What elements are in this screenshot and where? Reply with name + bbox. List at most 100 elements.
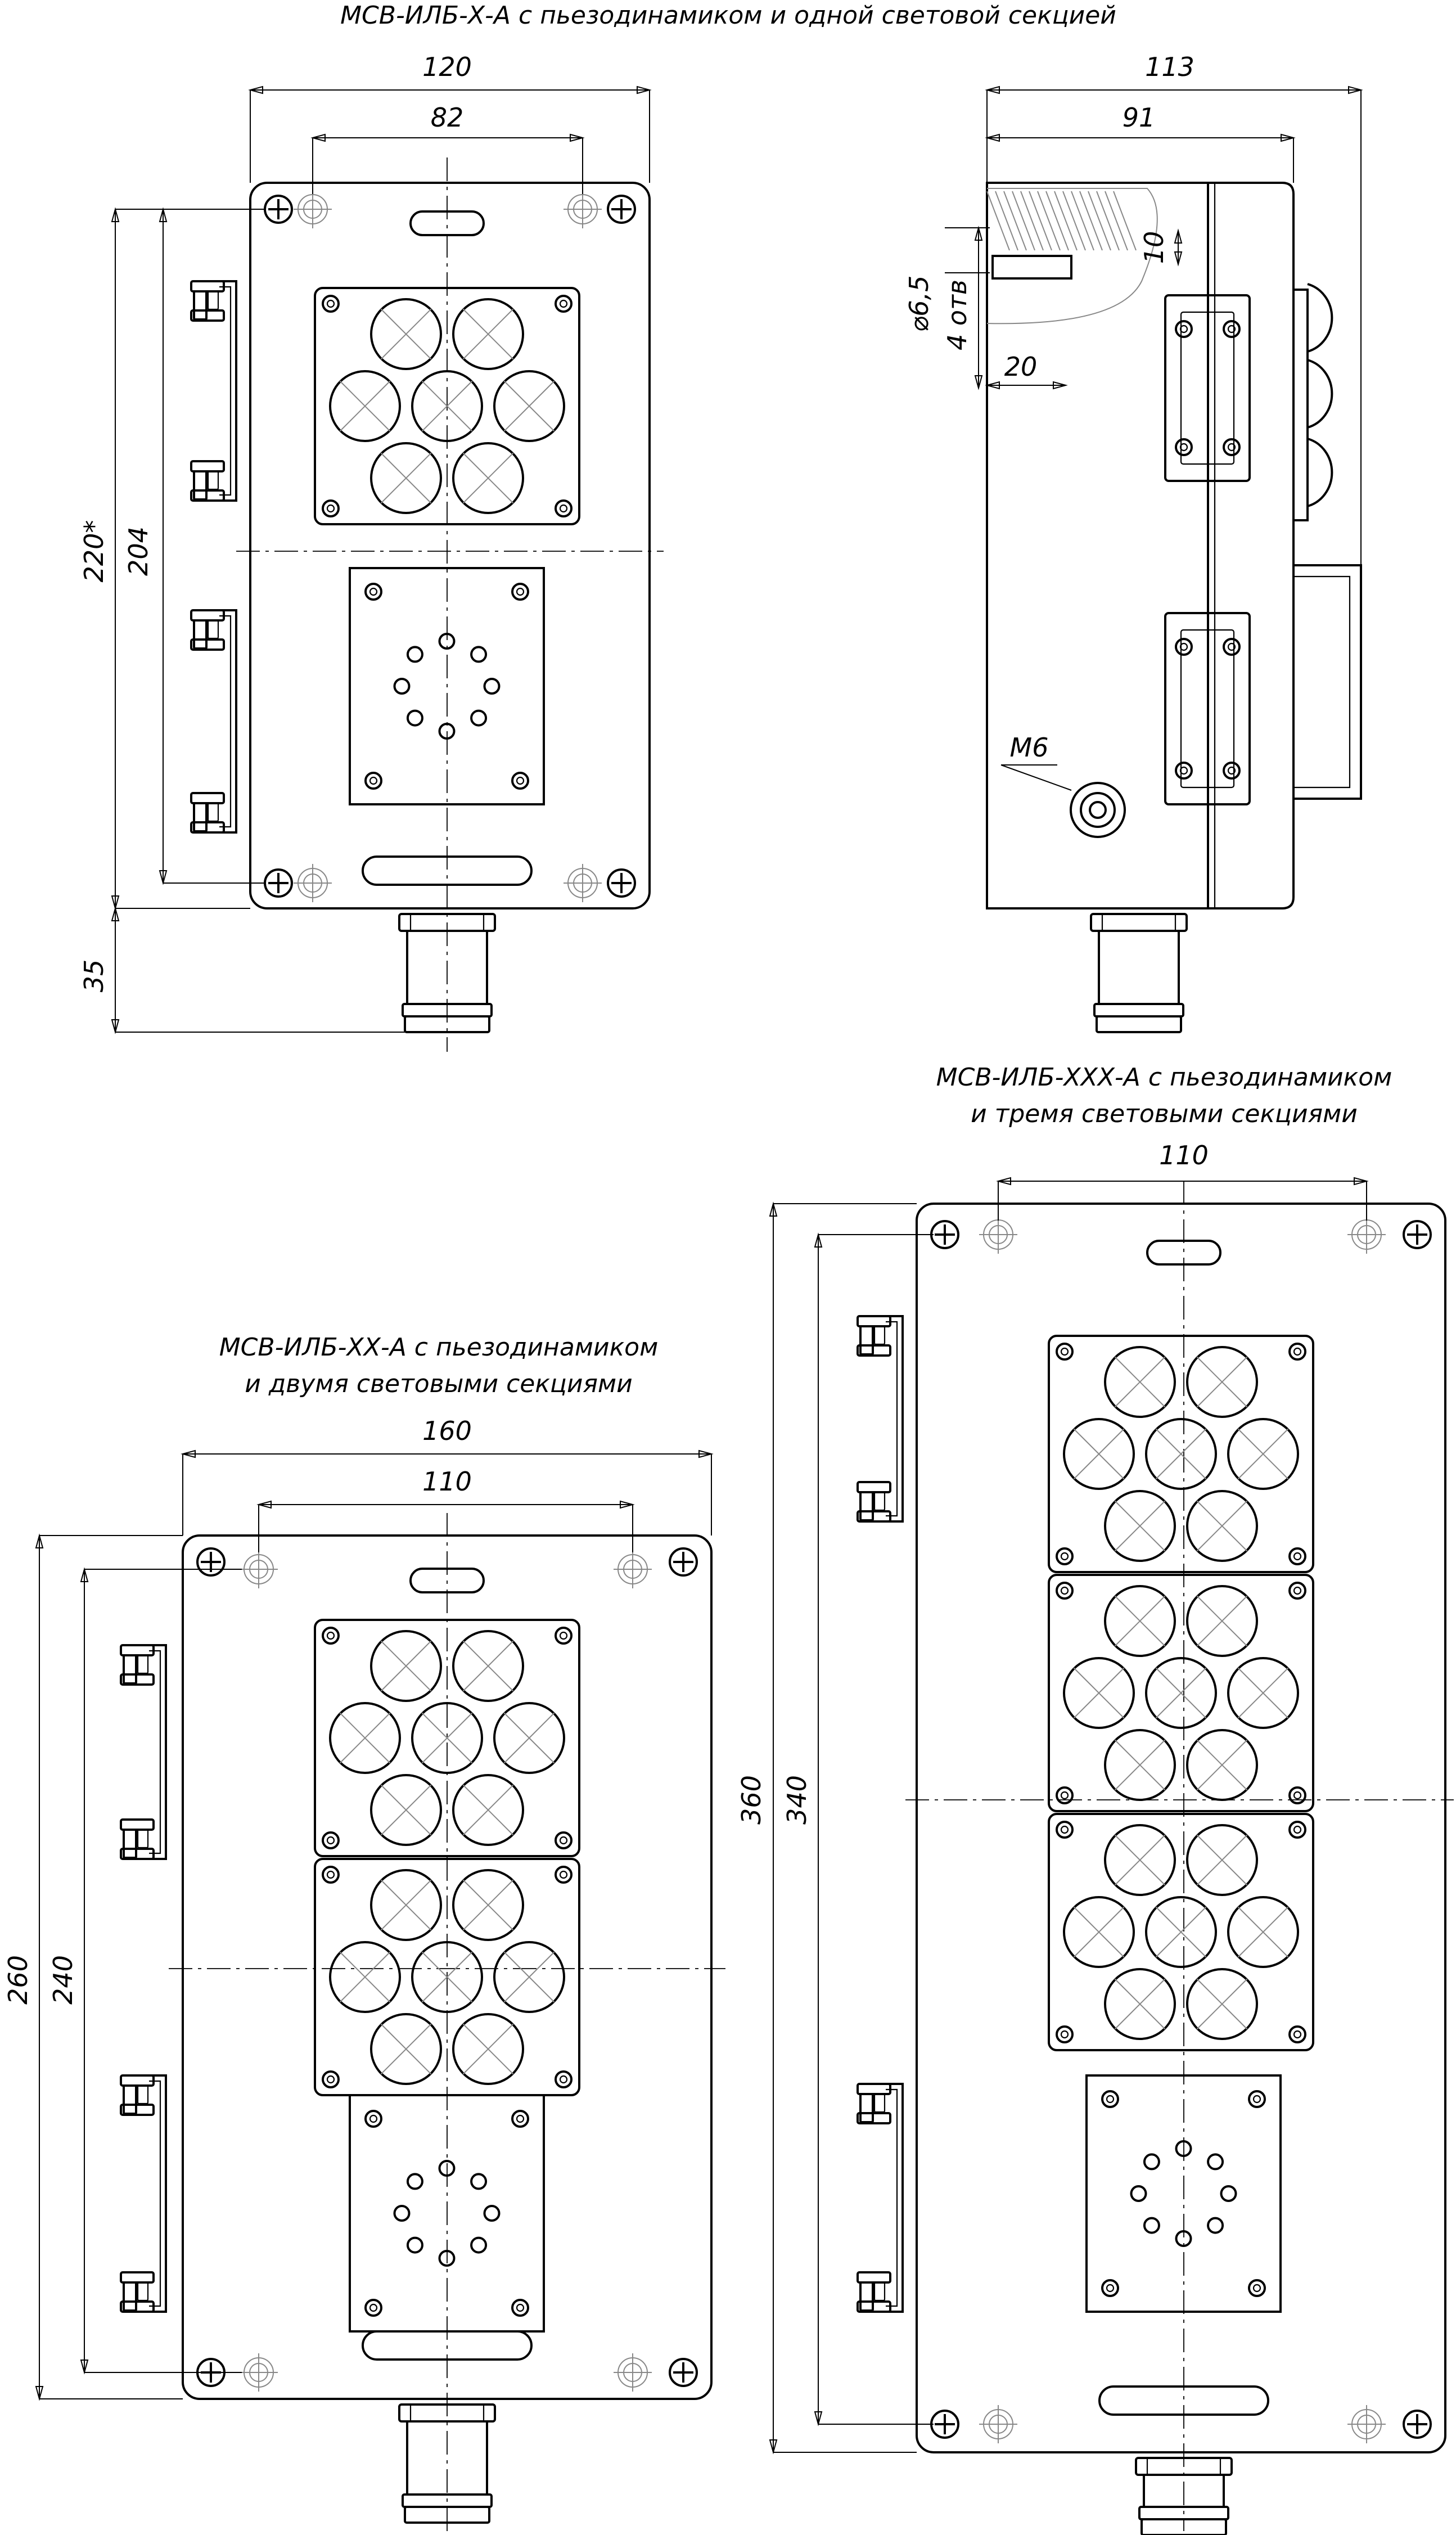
gland-seal [1141, 2518, 1227, 2535]
panel-screw-ring [1288, 1547, 1306, 1565]
gland-seal [404, 2506, 490, 2524]
bracket-rail [143, 1644, 167, 1860]
piezo-speaker [349, 2094, 545, 2333]
title-view1: МСВ-ИЛБ-Х-А с пьезодинамиком и одной све… [340, 1, 1116, 30]
speaker-hole [406, 2173, 423, 2190]
lamp-cross-b [462, 1784, 514, 1836]
mount-hole-icon [240, 1550, 278, 1588]
panel-screw-core [1293, 1791, 1302, 1800]
bracket-rail [214, 280, 237, 502]
lamp-lens-icon [370, 2013, 442, 2085]
panel-screw-icon [1175, 320, 1193, 338]
v3-dim-holes-arrow-left [996, 1177, 1011, 1186]
bracket-clip-nut [873, 2093, 886, 2113]
v1-dim-gland-arrow-top [111, 906, 120, 921]
panel-screw-ring [1288, 2025, 1306, 2043]
panel-screw-ring [1101, 2090, 1119, 2108]
panel-screw-core [1293, 1552, 1302, 1561]
ground-screw [1080, 792, 1116, 828]
lamp-cross-b [1237, 1428, 1289, 1480]
side-hatch [1113, 191, 1137, 251]
lamp-lens [1227, 1896, 1299, 1968]
lamp-cross-b [1073, 1667, 1125, 1719]
panel-screw-core [1060, 1552, 1069, 1561]
lamp-lens-icon [452, 298, 524, 370]
lamp-lens-icon [329, 1702, 401, 1774]
screw-icon [196, 1547, 226, 1577]
gland-cap [1093, 1003, 1184, 1017]
panel-screw-icon [322, 1866, 340, 1884]
bracket-clip-top [857, 1315, 891, 1327]
panel-screw-icon [511, 583, 529, 601]
side-section-hatch-boundary [986, 188, 1158, 325]
bracket-clip-nut [137, 2084, 149, 2105]
panel-screw-ring [1223, 762, 1241, 780]
lamp-cross-b [462, 1879, 514, 1931]
panel-screw-ring [322, 2070, 340, 2088]
lamp-lens [329, 1941, 401, 2013]
lamp-lens [1104, 1490, 1176, 1562]
screw-icon [1403, 2410, 1432, 2439]
panel-screw-core [516, 2114, 525, 2123]
mount-hole-icon [294, 864, 332, 902]
lamp-lens-icon [329, 1941, 401, 2013]
lamp-lens [1227, 1657, 1299, 1729]
panel-screw-core [559, 1836, 568, 1845]
lamp-lens [1104, 1824, 1176, 1896]
side-mount-bore [991, 255, 1072, 280]
panel-screw-ring [555, 499, 573, 517]
lamp-cross-b [380, 308, 432, 360]
light-section-frame [1048, 1813, 1314, 2051]
piezo-speaker [1085, 2074, 1282, 2313]
bracket-clip-top [190, 460, 225, 472]
screw-icon [930, 2410, 959, 2439]
lamp-lens-icon [452, 2013, 524, 2085]
bracket-clip-nut [207, 470, 219, 490]
side-hatch [1003, 191, 1027, 251]
lamp-lens-icon [411, 370, 483, 442]
panel-screw-core [1293, 1586, 1302, 1595]
v3-housing [916, 1203, 1446, 2453]
bracket-clip-nut [207, 619, 219, 640]
side-hatch [1105, 191, 1128, 251]
lamp-lens [452, 2013, 524, 2085]
slot-opening [1146, 1240, 1221, 1266]
v2-dim-width-arrow-right [698, 1449, 714, 1458]
lamp-lens [1104, 1729, 1176, 1801]
panel-screw-icon [555, 499, 573, 517]
panel-screw-ring [364, 2110, 382, 2128]
speaker-hole [1143, 2217, 1160, 2234]
lamp-lens [370, 298, 442, 370]
light-section [1048, 1813, 1314, 2051]
lamp-cross-b [503, 1951, 555, 2003]
cable-gland [1135, 2457, 1233, 2535]
din-bracket [190, 280, 237, 502]
screw-icon [607, 195, 636, 224]
screw-icon [607, 868, 636, 898]
light-section-frame [314, 1619, 580, 1857]
side-bracket [1164, 294, 1251, 482]
panel-screw-core [1293, 2030, 1302, 2039]
lamp-cross-b [1114, 1739, 1166, 1791]
side-lens-dome [1307, 283, 1333, 353]
panel-screw-core [1060, 1347, 1069, 1356]
lamp-cross-b [1196, 1356, 1248, 1408]
speaker-hole [406, 709, 423, 727]
bracket-clip-stem [193, 802, 208, 832]
panel-screw-icon [1101, 2090, 1119, 2108]
speaker-hole [438, 633, 456, 650]
lamp-lens-icon [1145, 1418, 1217, 1490]
lamp-lens-icon [1104, 1824, 1176, 1896]
screw-head [264, 868, 293, 898]
side-bracket-inner [1180, 311, 1235, 465]
label-ground-m6: M6 [1010, 732, 1049, 763]
lamp-lens-icon [411, 1702, 483, 1774]
panel-screw-icon [322, 2070, 340, 2088]
bracket-clip-stem [123, 1829, 137, 1859]
v2-dim-height-total-arrow-top [35, 1533, 44, 1548]
mount-hole-icon [614, 2353, 652, 2392]
panel-screw-core [326, 1870, 335, 1879]
lamp-lens [411, 370, 483, 442]
mount-hole-icon [294, 190, 332, 228]
panel-screw-ring [364, 583, 382, 601]
